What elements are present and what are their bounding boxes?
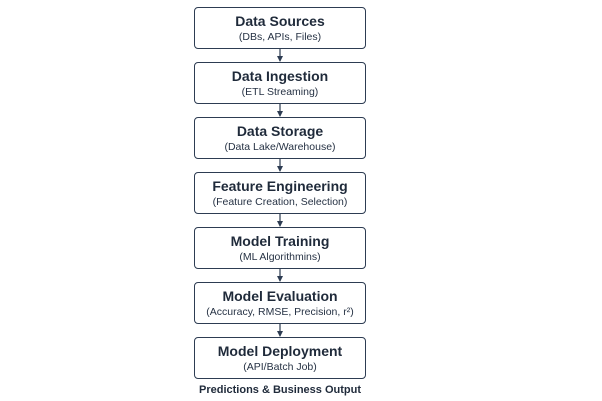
step-subtitle: (Feature Creation, Selection): [212, 195, 348, 208]
step-data-ingestion: Data Ingestion (ETL Streaming): [194, 62, 366, 104]
step-title: Model Deployment: [217, 342, 343, 359]
step-model-training: Model Training (ML Algorithmins): [194, 227, 366, 269]
step-subtitle: (DBs, APIs, Files): [238, 30, 322, 43]
step-model-deployment: Model Deployment (API/Batch Job): [194, 337, 366, 379]
step-title: Data Storage: [236, 122, 324, 139]
step-data-storage: Data Storage (Data Lake/Warehouse): [194, 117, 366, 159]
output-label: Predictions & Business Output: [199, 384, 361, 396]
step-data-sources: Data Sources (DBs, APIs, Files): [194, 7, 366, 49]
step-model-evaluation: Model Evaluation (Accuracy, RMSE, Precis…: [194, 282, 366, 324]
step-subtitle: (Accuracy, RMSE, Precision, r²): [206, 305, 354, 318]
step-title: Feature Engineering: [212, 177, 348, 194]
step-title: Data Sources: [235, 12, 325, 29]
step-subtitle: (Data Lake/Warehouse): [224, 140, 336, 153]
step-title: Model Training: [230, 232, 330, 249]
step-title: Model Evaluation: [222, 287, 338, 304]
step-title: Data Ingestion: [231, 67, 329, 84]
step-subtitle: (ETL Streaming): [241, 85, 319, 98]
step-feature-engineering: Feature Engineering (Feature Creation, S…: [194, 172, 366, 214]
step-subtitle: (ML Algorithmins): [239, 250, 321, 263]
step-subtitle: (API/Batch Job): [243, 360, 317, 373]
